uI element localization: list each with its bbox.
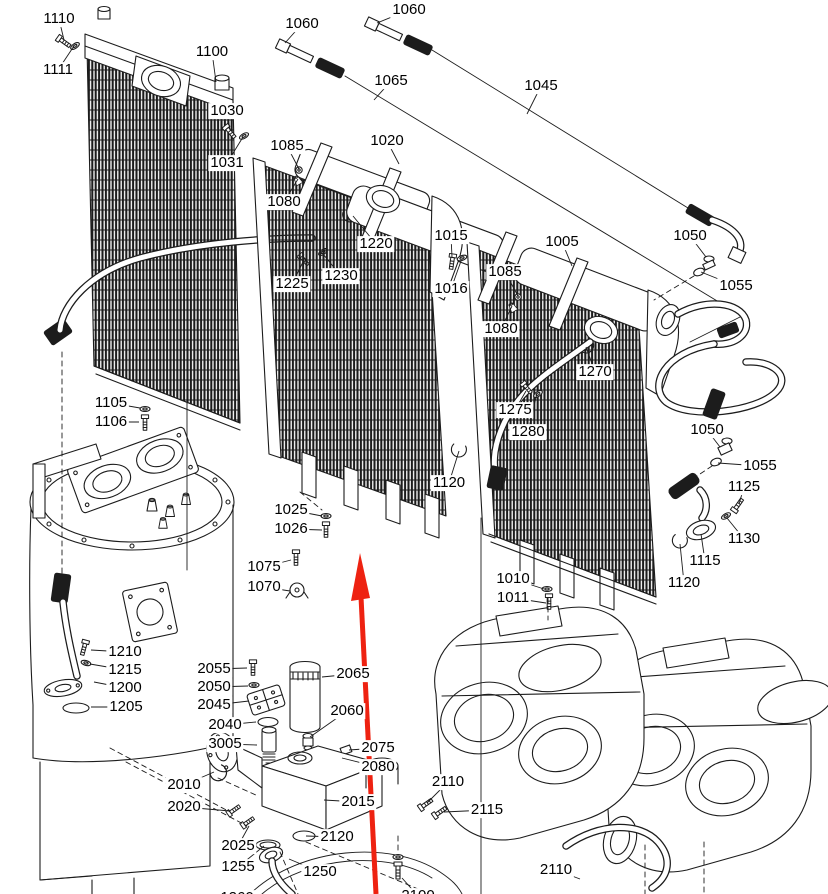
part-label-1055b: 1055 xyxy=(741,457,779,475)
part-label-1080a: 1080 xyxy=(265,193,303,211)
part-label-1215: 1215 xyxy=(106,661,144,679)
part-label-1045: 1045 xyxy=(522,77,560,95)
part-label-1070: 1070 xyxy=(245,578,283,596)
part-label-2110a: 2110 xyxy=(429,773,467,791)
pump-group xyxy=(249,605,828,894)
part-label-1010: 1010 xyxy=(494,570,532,588)
part-label-1025: 1025 xyxy=(272,501,310,519)
part-label-1130: 1130 xyxy=(725,530,763,548)
part-label-2100: 2100 xyxy=(399,888,437,894)
part-label-1220: 1220 xyxy=(357,235,395,253)
part-label-2065: 2065 xyxy=(334,665,372,683)
part-label-1055a: 1055 xyxy=(717,277,755,295)
part-label-1050a: 1050 xyxy=(671,227,709,245)
part-label-2055: 2055 xyxy=(195,660,233,678)
part-label-1280: 1280 xyxy=(509,423,547,441)
part-label-1260: 1260 xyxy=(218,890,256,894)
part-label-2015: 2015 xyxy=(339,793,377,811)
part-label-2020: 2020 xyxy=(165,798,203,816)
part-label-1085a: 1085 xyxy=(268,137,306,155)
part-label-1120b: 1120 xyxy=(430,474,468,492)
part-label-1075: 1075 xyxy=(245,558,283,576)
part-label-1100: 1100 xyxy=(193,43,231,61)
part-label-1016: 1016 xyxy=(432,280,470,298)
part-label-2025: 2025 xyxy=(219,837,257,855)
part-label-1205: 1205 xyxy=(107,698,145,716)
tank-assembly xyxy=(29,426,235,894)
part-label-1110: 1110 xyxy=(41,10,77,28)
part-label-1030: 1030 xyxy=(208,102,246,120)
part-label-1125: 1125 xyxy=(725,478,763,496)
part-label-2110b: 2110 xyxy=(537,861,575,879)
part-label-1060a: 1060 xyxy=(283,15,321,33)
left-radiator xyxy=(54,5,251,576)
part-label-1120a: 1120 xyxy=(665,574,703,592)
part-label-1065: 1065 xyxy=(372,72,410,90)
part-label-1060b: 1060 xyxy=(390,1,428,19)
part-label-1080b: 1080 xyxy=(482,320,520,338)
part-label-1085b: 1085 xyxy=(486,263,524,281)
part-label-2040: 2040 xyxy=(206,716,244,734)
part-label-2075: 2075 xyxy=(359,739,397,757)
part-label-1111: 1111 xyxy=(40,61,76,79)
part-label-1011: 1011 xyxy=(494,589,532,607)
part-label-1225: 1225 xyxy=(273,275,311,293)
part-label-2010: 2010 xyxy=(165,776,203,794)
part-label-1230: 1230 xyxy=(322,267,360,285)
part-label-1005: 1005 xyxy=(543,233,581,251)
tie-rods xyxy=(274,16,747,343)
part-label-1200: 1200 xyxy=(106,679,144,697)
part-label-2060: 2060 xyxy=(328,702,366,720)
part-label-1210: 1210 xyxy=(106,643,144,661)
part-label-1106: 1106 xyxy=(92,413,130,431)
part-label-1020: 1020 xyxy=(368,132,406,150)
part-label-1275: 1275 xyxy=(496,401,534,419)
middle-radiator xyxy=(252,142,505,894)
part-label-2050: 2050 xyxy=(195,678,233,696)
up-arrow-icon xyxy=(351,553,370,601)
part-label-2120: 2120 xyxy=(318,828,356,846)
part-label-3005: 3005 xyxy=(206,735,244,753)
part-label-1255: 1255 xyxy=(219,858,257,876)
part-label-2115: 2115 xyxy=(468,801,506,819)
right-hoses xyxy=(655,300,786,551)
part-label-2080: 2080 xyxy=(359,758,397,776)
part-label-1050b: 1050 xyxy=(688,421,726,439)
part-label-2045: 2045 xyxy=(195,696,233,714)
part-label-1026: 1026 xyxy=(272,520,310,538)
part-label-1250: 1250 xyxy=(301,863,339,881)
part-label-1105: 1105 xyxy=(92,394,130,412)
part-label-1015: 1015 xyxy=(432,227,470,245)
part-label-1115: 1115 xyxy=(687,552,723,570)
part-label-1031: 1031 xyxy=(208,154,246,172)
part-label-1270: 1270 xyxy=(576,363,614,381)
